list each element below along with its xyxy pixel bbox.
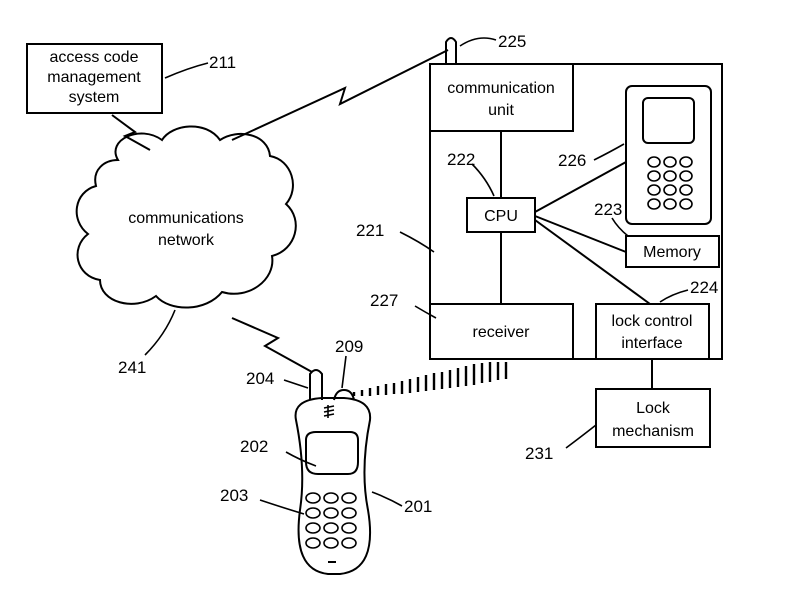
cpu-label: CPU [484,208,518,225]
display-device [625,85,712,225]
ref-224: 224 [690,278,718,297]
ref-226: 226 [558,151,586,170]
ref-224-leader [659,289,689,303]
lock-mechanism-line1: Lock [636,400,671,417]
lock-unit-box [429,63,723,360]
ref-241: 241 [118,358,146,377]
mobile-phone: 204 209 202 203 201 [220,337,432,575]
short-range-signal [352,362,508,396]
phone-keypad [305,492,357,549]
cpu-to-lock-control [534,219,651,305]
ref-221-leader [399,231,435,253]
ref-227: 227 [370,291,398,310]
ref-225: 225 [498,32,526,51]
ref-221: 221 [356,221,384,240]
ref-223-leader [611,217,629,237]
display-device-screen [642,97,695,144]
lock-mechanism-line2: mechanism [612,423,694,440]
ref-202: 202 [240,437,268,456]
ref-204: 204 [246,369,274,388]
access-code-box [26,43,163,114]
ref-223: 223 [594,200,622,219]
phone-body [294,397,372,575]
receiver-box [429,303,574,360]
ref-226-leader [593,143,625,161]
network-cloud [75,125,297,309]
ref-202-leader [285,451,317,467]
lock-mechanism: Lock mechanism 231 [525,359,711,463]
ref-231-leader [565,424,597,449]
lock-unit-antenna [445,37,457,64]
ref-203-leader [259,499,305,515]
communication-unit-line1: communication [447,80,555,97]
lock-unit: 225 communication unit CPU 222 226 Memor… [356,32,723,360]
communication-unit-line2: unit [488,102,514,119]
phone-antenna [309,369,323,400]
ref-209: 209 [335,337,363,356]
ref-222-leader [471,163,495,197]
wireless-link-lock-unit [231,49,449,141]
ref-227-leader [414,305,437,319]
phone-emitter [333,388,355,401]
ref-241-leader [144,309,176,356]
network-line1: communications [128,210,244,227]
ref-211: 211 [209,53,236,72]
ref-201-leader [371,491,403,507]
cpu-to-display [534,161,627,213]
ref-209-leader [341,355,347,389]
memory-label: Memory [643,244,701,261]
access-code-line3: system [69,89,120,106]
ref-203: 203 [220,486,248,505]
wireless-link-phone [231,317,313,373]
access-code-line1: access code [50,49,139,66]
cpu-to-memory [534,215,627,253]
lock-control-line1: lock control [612,313,693,330]
communication-unit-box [429,63,574,132]
ref-225-leader [459,37,497,47]
communications-network: communications network 241 [75,125,297,377]
display-device-keypad [647,156,693,210]
ref-201: 201 [404,497,432,516]
lock-control-line2: interface [621,335,682,352]
access-code-line2: management [47,69,141,86]
receiver-label: receiver [473,324,531,341]
wireless-link-access-code [111,114,151,151]
access-code-management-system: access code management system 211 [26,43,236,114]
phone-screen [305,431,359,475]
ref-231: 231 [525,444,553,463]
network-line2: network [158,232,215,249]
ref-204-leader [283,379,309,389]
phone-speaker [323,405,335,418]
ref-222: 222 [447,150,475,169]
lock-mechanism-box [595,388,711,448]
memory-box [625,235,720,268]
ref-211-leader [164,62,209,79]
